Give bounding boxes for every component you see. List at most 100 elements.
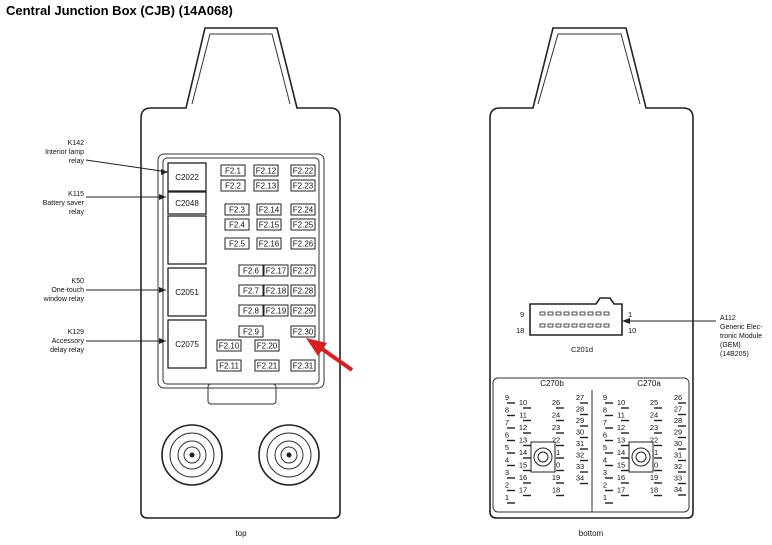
fuse-label: F2.1 <box>225 167 242 176</box>
fuse-f2-30: F2.30 <box>290 325 316 338</box>
svg-text:32: 32 <box>576 451 584 460</box>
fuse-label: F2.6 <box>243 267 260 276</box>
svg-text:1: 1 <box>505 493 509 502</box>
pin-13: 13 <box>617 436 629 447</box>
pin-33: 33 <box>674 474 686 485</box>
svg-text:24: 24 <box>552 411 560 420</box>
svg-text:9: 9 <box>520 310 524 319</box>
pin-32: 32 <box>576 451 588 462</box>
fuse-f2-21: F2.21 <box>254 359 280 372</box>
svg-text:21: 21 <box>552 448 560 457</box>
pin-18: 18 <box>552 486 564 497</box>
svg-text:22: 22 <box>650 436 658 445</box>
svg-text:21: 21 <box>650 448 658 457</box>
pin-18: 18 <box>650 486 662 497</box>
fuse-f2-25: F2.25 <box>290 218 316 231</box>
pin-30: 30 <box>576 428 588 439</box>
svg-text:A112: A112 <box>720 315 736 322</box>
pin-29: 29 <box>674 428 686 439</box>
fuse-label: F2.2 <box>225 182 242 191</box>
svg-text:20: 20 <box>650 461 658 470</box>
pin-10: 10 <box>617 398 629 409</box>
pin-13: 13 <box>519 436 531 447</box>
pin-16: 16 <box>519 473 531 484</box>
svg-text:16: 16 <box>617 473 625 482</box>
pin-1: 1 <box>603 493 613 504</box>
relay-c2075: C2075 <box>167 319 207 369</box>
pin-16: 16 <box>617 473 629 484</box>
svg-text:17: 17 <box>617 486 625 495</box>
svg-text:18: 18 <box>650 486 658 495</box>
svg-text:Accessory: Accessory <box>52 338 85 345</box>
fuse-label: F2.20 <box>257 342 278 351</box>
fuse-f2-8: F2.8 <box>238 304 264 317</box>
pin-15: 15 <box>519 461 531 472</box>
svg-text:20: 20 <box>552 461 560 470</box>
pin-14: 14 <box>519 448 531 459</box>
bottom-housing <box>489 27 694 519</box>
svg-text:2: 2 <box>603 481 607 490</box>
pin-26: 26 <box>674 393 686 404</box>
svg-text:27: 27 <box>576 393 584 402</box>
pin-32: 32 <box>674 462 686 473</box>
c270a-connector: 9876543211011121314151617252423222120191… <box>603 393 686 504</box>
top-housing <box>140 27 341 519</box>
pin-6: 6 <box>603 431 613 442</box>
fuse-label: F2.26 <box>293 240 314 249</box>
fuse-f2-10: F2.10 <box>216 339 242 352</box>
fuse-f2-12: F2.12 <box>253 164 279 177</box>
fuse-f2-28: F2.28 <box>290 284 316 297</box>
svg-text:tronic Module: tronic Module <box>720 333 762 340</box>
pin-2: 2 <box>505 481 515 492</box>
a112-callout: A112 Generic Elec- tronic Module (GEM) (… <box>622 315 763 358</box>
pin-21: 21 <box>552 448 564 459</box>
fuse-f2-5: F2.5 <box>224 237 250 250</box>
svg-text:11: 11 <box>519 411 527 420</box>
fuse-f2-13: F2.13 <box>253 179 279 192</box>
pin-21: 21 <box>650 448 662 459</box>
svg-text:28: 28 <box>576 405 584 414</box>
pin-34: 34 <box>674 485 686 496</box>
fuse-f2-19: F2.19 <box>263 304 289 317</box>
svg-text:4: 4 <box>505 456 509 465</box>
svg-text:19: 19 <box>650 473 658 482</box>
fuse-f2-2: F2.2 <box>220 179 246 192</box>
svg-text:30: 30 <box>576 428 584 437</box>
c270b-connector: 9876543211011121314151617262423222120191… <box>505 393 588 504</box>
top-view-label: top <box>235 529 247 538</box>
fuse-label: F2.24 <box>293 206 314 215</box>
fuse-f2-14: F2.14 <box>256 203 282 216</box>
c270b-label: C270b <box>540 379 564 388</box>
svg-text:14: 14 <box>519 448 527 457</box>
pin-20: 20 <box>552 461 564 472</box>
fuse-f2-3: F2.3 <box>224 203 250 216</box>
pin-31: 31 <box>674 451 686 462</box>
fuse-f2-31: F2.31 <box>290 359 316 372</box>
fuse-label: F2.11 <box>219 362 239 371</box>
svg-text:31: 31 <box>576 439 584 448</box>
svg-text:12: 12 <box>519 423 527 432</box>
pin-14: 14 <box>617 448 629 459</box>
svg-text:29: 29 <box>674 428 682 437</box>
svg-text:34: 34 <box>674 485 682 494</box>
fuse-label: F2.14 <box>259 206 280 215</box>
pin-12: 12 <box>617 423 629 434</box>
c201d-label: C201d <box>571 345 593 354</box>
svg-text:Interior lamp: Interior lamp <box>45 149 84 156</box>
svg-text:4: 4 <box>603 456 607 465</box>
svg-text:2: 2 <box>505 481 509 490</box>
fuse-label: F2.10 <box>219 342 240 351</box>
pin-9: 9 <box>505 393 515 404</box>
svg-text:1: 1 <box>603 493 607 502</box>
svg-text:relay: relay <box>69 158 85 165</box>
svg-text:K142: K142 <box>68 140 84 147</box>
svg-text:8: 8 <box>505 406 509 415</box>
pin-4: 4 <box>505 456 515 467</box>
pin-19: 19 <box>552 473 564 484</box>
center-stud <box>628 441 654 473</box>
pin-3: 3 <box>603 468 613 479</box>
